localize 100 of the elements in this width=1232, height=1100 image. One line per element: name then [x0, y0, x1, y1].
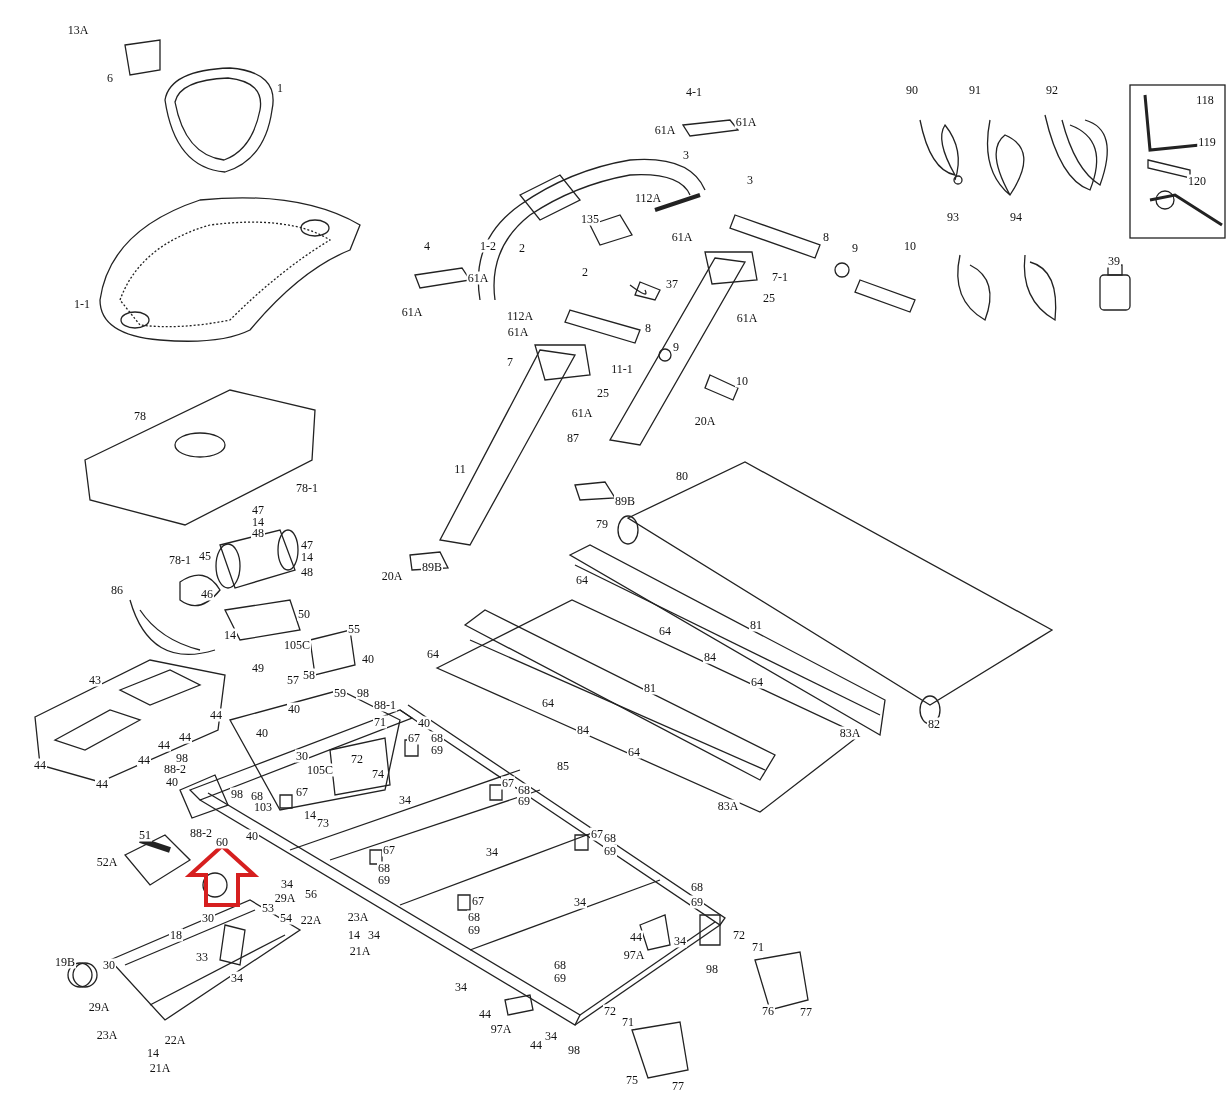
callout-number: 98: [230, 787, 244, 801]
callout-number: 61A: [670, 230, 694, 244]
callout-number: 64: [426, 647, 440, 661]
callout-number: 69: [430, 743, 444, 757]
callout-number: 3: [746, 173, 754, 187]
callout-number: 64: [750, 675, 764, 689]
callout-number: 67: [501, 776, 515, 790]
callout-number: 61A: [506, 325, 530, 339]
callout-number: 83A: [838, 726, 862, 740]
callout-number: 89B: [421, 560, 443, 574]
callout-number: 72: [350, 752, 364, 766]
callout-number: 67: [471, 894, 485, 908]
callout-number: 98: [705, 962, 719, 976]
callout-number: 60: [215, 835, 229, 849]
callout-number: 44: [529, 1038, 543, 1052]
callout-number: 92: [1045, 83, 1059, 97]
callout-number: 44: [629, 930, 643, 944]
callout-number: 81: [643, 681, 657, 695]
callout-number: 82: [927, 717, 941, 731]
callout-number: 78-1: [168, 553, 192, 567]
callout-number: 61A: [570, 406, 594, 420]
callout-number: 69: [690, 895, 704, 909]
callout-number: 40: [417, 716, 431, 730]
callout-number: 67: [590, 827, 604, 841]
callout-number: 90: [905, 83, 919, 97]
callout-number: 40: [165, 775, 179, 789]
callout-number: 14: [223, 628, 237, 642]
callout-number: 69: [553, 971, 567, 985]
callout-number: 9: [672, 340, 680, 354]
callout-number: 88-1: [373, 698, 397, 712]
callout-number: 68: [553, 958, 567, 972]
callout-number: 44: [178, 730, 192, 744]
callout-number: 21A: [148, 1061, 172, 1075]
callout-number: 44: [157, 738, 171, 752]
callout-number: 7: [506, 355, 514, 369]
callout-number: 97A: [489, 1022, 513, 1036]
callout-number: 22A: [163, 1033, 187, 1047]
callout-number: 105C: [306, 763, 334, 777]
callout-number: 11-1: [610, 362, 634, 376]
callout-number: 78-1: [295, 481, 319, 495]
callout-number: 54: [279, 911, 293, 925]
callout-number: 2: [518, 241, 526, 255]
callout-number: 84: [576, 723, 590, 737]
callout-number: 68: [377, 861, 391, 875]
callout-number: 98: [356, 686, 370, 700]
callout-number: 84: [703, 650, 717, 664]
callout-number: 53: [261, 901, 275, 915]
callout-number: 88-2: [163, 762, 187, 776]
callout-number: 56: [304, 887, 318, 901]
callout-number: 34: [398, 793, 412, 807]
callout-number: 22A: [299, 913, 323, 927]
callout-number: 34: [673, 934, 687, 948]
callout-number: 44: [478, 1007, 492, 1021]
callout-number: 29A: [273, 891, 297, 905]
callout-number: 40: [361, 652, 375, 666]
callout-number: 88-2: [189, 826, 213, 840]
callout-number: 81: [749, 618, 763, 632]
callout-number: 10: [735, 374, 749, 388]
callout-number: 77: [671, 1079, 685, 1093]
callout-number: 50: [297, 607, 311, 621]
callout-number: 45: [198, 549, 212, 563]
callout-number: 98: [567, 1043, 581, 1057]
callout-number: 112A: [505, 309, 535, 323]
callout-number: 87: [566, 431, 580, 445]
callout-number: 4-1: [685, 85, 703, 99]
callout-number: 105C: [283, 638, 311, 652]
callout-number: 52A: [95, 855, 119, 869]
callout-number: 21A: [348, 944, 372, 958]
callout-number: 11: [453, 462, 467, 476]
callout-number: 68: [690, 880, 704, 894]
callout-number: 72: [732, 928, 746, 942]
callout-number: 14: [300, 550, 314, 564]
callout-number: 119: [1197, 135, 1217, 149]
callout-number: 71: [373, 715, 387, 729]
callout-number: 71: [751, 940, 765, 954]
callout-number: 34: [230, 971, 244, 985]
callout-number: 75: [625, 1073, 639, 1087]
callout-number: 73: [316, 816, 330, 830]
callout-number: 7-1: [771, 270, 789, 284]
callout-number: 4: [423, 239, 431, 253]
callout-number: 61A: [400, 305, 424, 319]
callout-number: 61A: [653, 123, 677, 137]
callout-number: 85: [556, 759, 570, 773]
callout-number: 97A: [622, 948, 646, 962]
callout-number: 23A: [346, 910, 370, 924]
callout-number: 44: [137, 753, 151, 767]
callout-number: 20A: [380, 569, 404, 583]
callout-number: 68: [603, 831, 617, 845]
callout-number: 91: [968, 83, 982, 97]
callout-number: 34: [544, 1029, 558, 1043]
callout-number: 61A: [735, 311, 759, 325]
callout-number: 78: [133, 409, 147, 423]
callout-number: 94: [1009, 210, 1023, 224]
callout-number: 44: [209, 708, 223, 722]
callout-number: 20A: [693, 414, 717, 428]
callout-number: 67: [382, 843, 396, 857]
callout-number: 72: [603, 1004, 617, 1018]
callout-number: 8: [644, 321, 652, 335]
callout-number: 2: [581, 265, 589, 279]
callout-number: 135: [580, 212, 600, 226]
